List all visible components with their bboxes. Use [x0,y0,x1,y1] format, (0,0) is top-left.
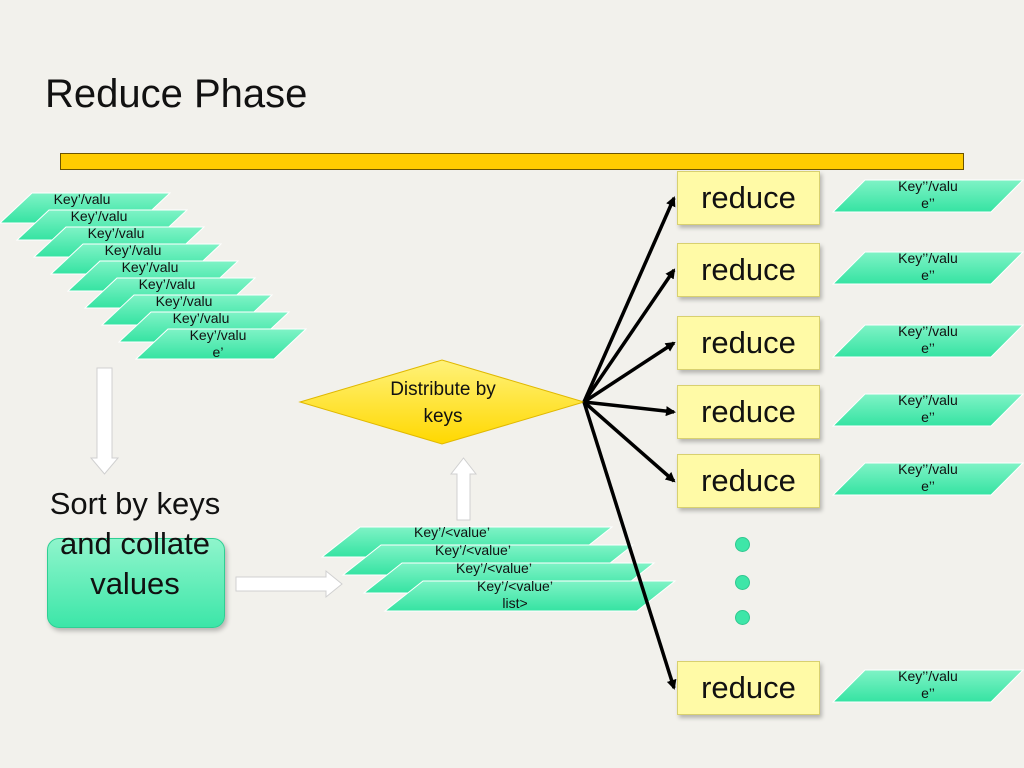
collated-record-label: Key’/<value’ list> [477,578,553,611]
sort-label: Sort by keys and collate values [49,486,221,601]
distribute-label: Distribute by keys [390,379,496,427]
ellipsis-dot [735,610,750,625]
input-stack [0,192,308,360]
fan-arrow [583,400,676,417]
ellipsis-dot [735,575,750,590]
reduce-box: reduce [677,385,820,439]
input-record-label: Key’/valu [121,259,179,275]
input-record-label: Key’/valu [87,225,145,241]
output-record [831,393,1024,427]
output-group [831,179,1024,703]
output-record [831,179,1024,213]
fan-arrow [582,196,676,403]
fan-out-arrows [582,196,677,690]
collated-record [383,580,677,612]
output-record [831,324,1024,358]
timeline-bar [60,153,964,170]
output-record-label: Key’’/valu e’’ [898,668,958,701]
input-record-label: Key’/valu [172,310,230,326]
output-record-label: Key’’/valu e’’ [898,392,958,425]
reduce-box: reduce [677,171,820,225]
input-record-label: Key’/valu [155,293,213,309]
input-record-label: Key’/valu [104,242,162,258]
collated-record-label: Key’/<value’ [414,524,490,540]
reduce-box: reduce [677,661,820,715]
fan-arrow [582,401,677,690]
output-record [831,462,1024,496]
up-arrow [449,457,478,521]
output-record [831,669,1024,703]
slide-title: Reduce Phase [45,72,308,116]
down-arrow [89,367,120,475]
output-record-label: Key’’/valu e’’ [898,250,958,283]
input-record-label: Key’/valu [53,191,111,207]
input-record-label: Key’/valu [70,208,128,224]
collated-record-label: Key’/<value’ [435,542,511,558]
collated-record-label: Key’/<value’ [456,560,532,576]
output-record [831,251,1024,285]
right-arrow [235,569,343,599]
sort-box [47,538,225,628]
collated-stack [320,526,677,612]
fan-arrow [582,400,676,483]
reduce-box: reduce [677,243,820,297]
input-record [134,328,308,360]
fan-arrow [583,341,676,404]
input-record-label: Key’/valu [138,276,196,292]
fan-arrow [582,268,676,403]
ellipsis-dot [735,537,750,552]
reduce-box: reduce [677,454,820,508]
output-record-label: Key’’/valu e’’ [898,323,958,356]
output-record-label: Key’’/valu e’’ [898,461,958,494]
output-record-label: Key’’/valu e’’ [898,178,958,211]
reduce-box: reduce [677,316,820,370]
input-record-label: Key’/valu e’ [189,327,247,360]
